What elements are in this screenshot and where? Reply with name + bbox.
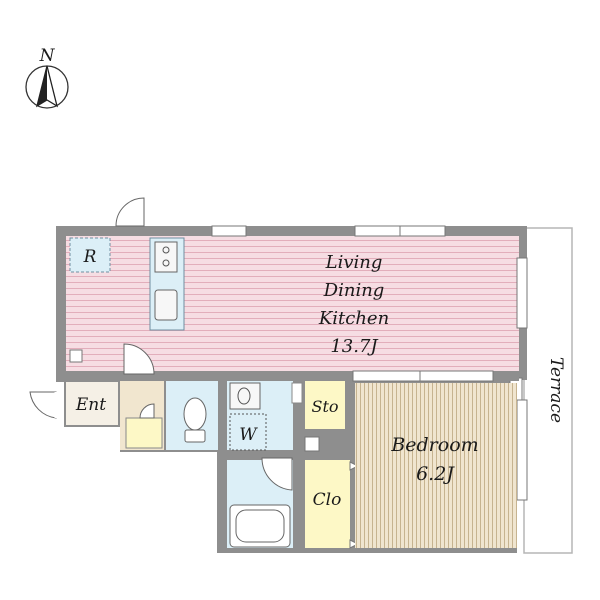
window-right-bedroom (516, 399, 528, 501)
bedroom-sliding-door (352, 370, 494, 382)
refrigerator-label: R (83, 247, 97, 267)
ldk-floor (66, 236, 519, 371)
storage-room (305, 381, 345, 429)
ldk-size-label: 13.7J (330, 336, 379, 357)
washer-space (229, 413, 267, 451)
closet-door-marker-icon (349, 461, 360, 471)
washer-label: W (239, 425, 258, 445)
column-post (69, 349, 83, 363)
closet (305, 460, 350, 548)
cabinet-door-swing-icon (139, 403, 155, 419)
entrance-label: Ent (75, 395, 106, 415)
entrance-door-swing (29, 391, 57, 419)
stove-icon (154, 241, 178, 273)
washbasin-bowl-icon (237, 387, 251, 405)
sink-icon (154, 289, 178, 321)
bath-door-swing (261, 457, 293, 491)
storage-label: Sto (311, 397, 338, 416)
hall-door-swing (123, 343, 155, 375)
burner-icon (162, 259, 170, 267)
closet-door-marker-icon (349, 539, 360, 549)
bathtub-inner-icon (235, 509, 285, 543)
north-compass: N (25, 46, 69, 109)
ldk-label-dining: Dining (323, 280, 385, 301)
bedroom-size-label: 6.2J (416, 463, 455, 485)
pipe-shaft (304, 436, 320, 452)
cabinet (125, 417, 163, 449)
shelf (291, 382, 303, 404)
terrace-label: Terrace (546, 357, 566, 423)
bedroom-floor (355, 383, 517, 548)
bedroom-label: Bedroom (390, 434, 478, 456)
north-label: N (39, 46, 56, 66)
closet-label: Clo (313, 490, 342, 510)
compass-arrow-fill-icon (37, 66, 47, 106)
toilet-tank-icon (184, 429, 206, 443)
terrace-area (523, 227, 573, 554)
washbasin (229, 382, 261, 410)
window-top-1 (211, 225, 247, 237)
ldk-label-living: Living (325, 252, 383, 273)
interior-wall (120, 371, 519, 381)
window-right-ldk (516, 257, 528, 329)
toilet-bowl-icon (183, 397, 207, 431)
ldk-label-kitchen: Kitchen (318, 308, 389, 329)
entrance-floor (66, 382, 118, 425)
refrigerator-box (69, 237, 111, 273)
burner-icon (162, 246, 170, 254)
top-door-swing (115, 197, 145, 227)
